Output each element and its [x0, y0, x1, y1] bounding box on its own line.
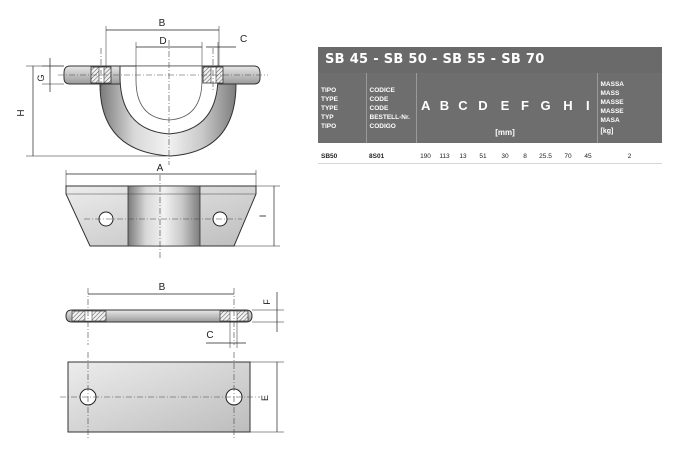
header-e: E[mm]: [494, 73, 516, 143]
dim-label-d: D: [159, 36, 166, 47]
dim-label-g: G: [36, 74, 46, 81]
header-i: I: [579, 73, 597, 143]
table-title: SB 45 - SB 50 - SB 55 - SB 70: [318, 47, 662, 73]
header-b: B: [435, 73, 454, 143]
header-codice: CODICE CODE CODE BESTELL-Nr. CODIGO: [365, 73, 416, 143]
cell-i: 45: [579, 149, 597, 164]
cell-codice: 8S01: [366, 149, 416, 164]
clamp-plate-top-view: E: [60, 352, 284, 440]
cell-a: 190: [416, 149, 435, 164]
dim-label-i: I: [258, 215, 268, 218]
dim-label-c-plate: C: [206, 330, 213, 341]
cell-h: 70: [557, 149, 579, 164]
header-massa: MASSA MASS MASSE MASSE MASA [kg]: [596, 73, 662, 143]
header-f: F: [516, 73, 534, 143]
header-a: A: [415, 73, 435, 143]
cell-tipo: SB50: [318, 149, 366, 164]
unit-label: [mm]: [495, 128, 515, 137]
cell-d: 51: [472, 149, 494, 164]
cell-e: 30: [494, 149, 516, 164]
dim-label-b: B: [159, 18, 166, 29]
header-g: G: [534, 73, 557, 143]
top-view: A I: [65, 163, 280, 258]
dim-label-e: E: [260, 395, 270, 401]
table-header-row: TIPO TYPE TYPE TYP TIPO CODICE CODE CODE…: [318, 73, 662, 143]
dim-label-c: C: [240, 34, 247, 45]
header-c: C: [454, 73, 472, 143]
cell-c: 13: [454, 149, 472, 164]
cell-f: 8: [516, 149, 534, 164]
header-d: D: [472, 73, 494, 143]
front-section-view: B D C G H: [16, 18, 268, 165]
cell-g: 25.5: [534, 149, 557, 164]
spec-table: SB 45 - SB 50 - SB 55 - SB 70 TIPO TYPE …: [318, 47, 662, 164]
dim-label-f: F: [262, 299, 272, 305]
dim-label-b-plate: B: [159, 282, 166, 293]
table-row: SB50 8S01 190 113 13 51 30 8 25.5 70 45 …: [318, 149, 662, 164]
clamp-plate-side-view: B F C: [65, 282, 284, 348]
dim-label-a: A: [157, 163, 164, 174]
dimensions-table: TIPO TYPE TYPE TYP TIPO CODICE CODE CODE…: [318, 73, 662, 164]
header-h: H: [557, 73, 579, 143]
technical-drawings: B D C G H A I: [16, 18, 284, 440]
cell-massa: 2: [597, 149, 662, 164]
cell-b: 113: [435, 149, 454, 164]
header-tipo: TIPO TYPE TYPE TYP TIPO: [318, 73, 366, 143]
dim-label-h: H: [16, 109, 27, 116]
